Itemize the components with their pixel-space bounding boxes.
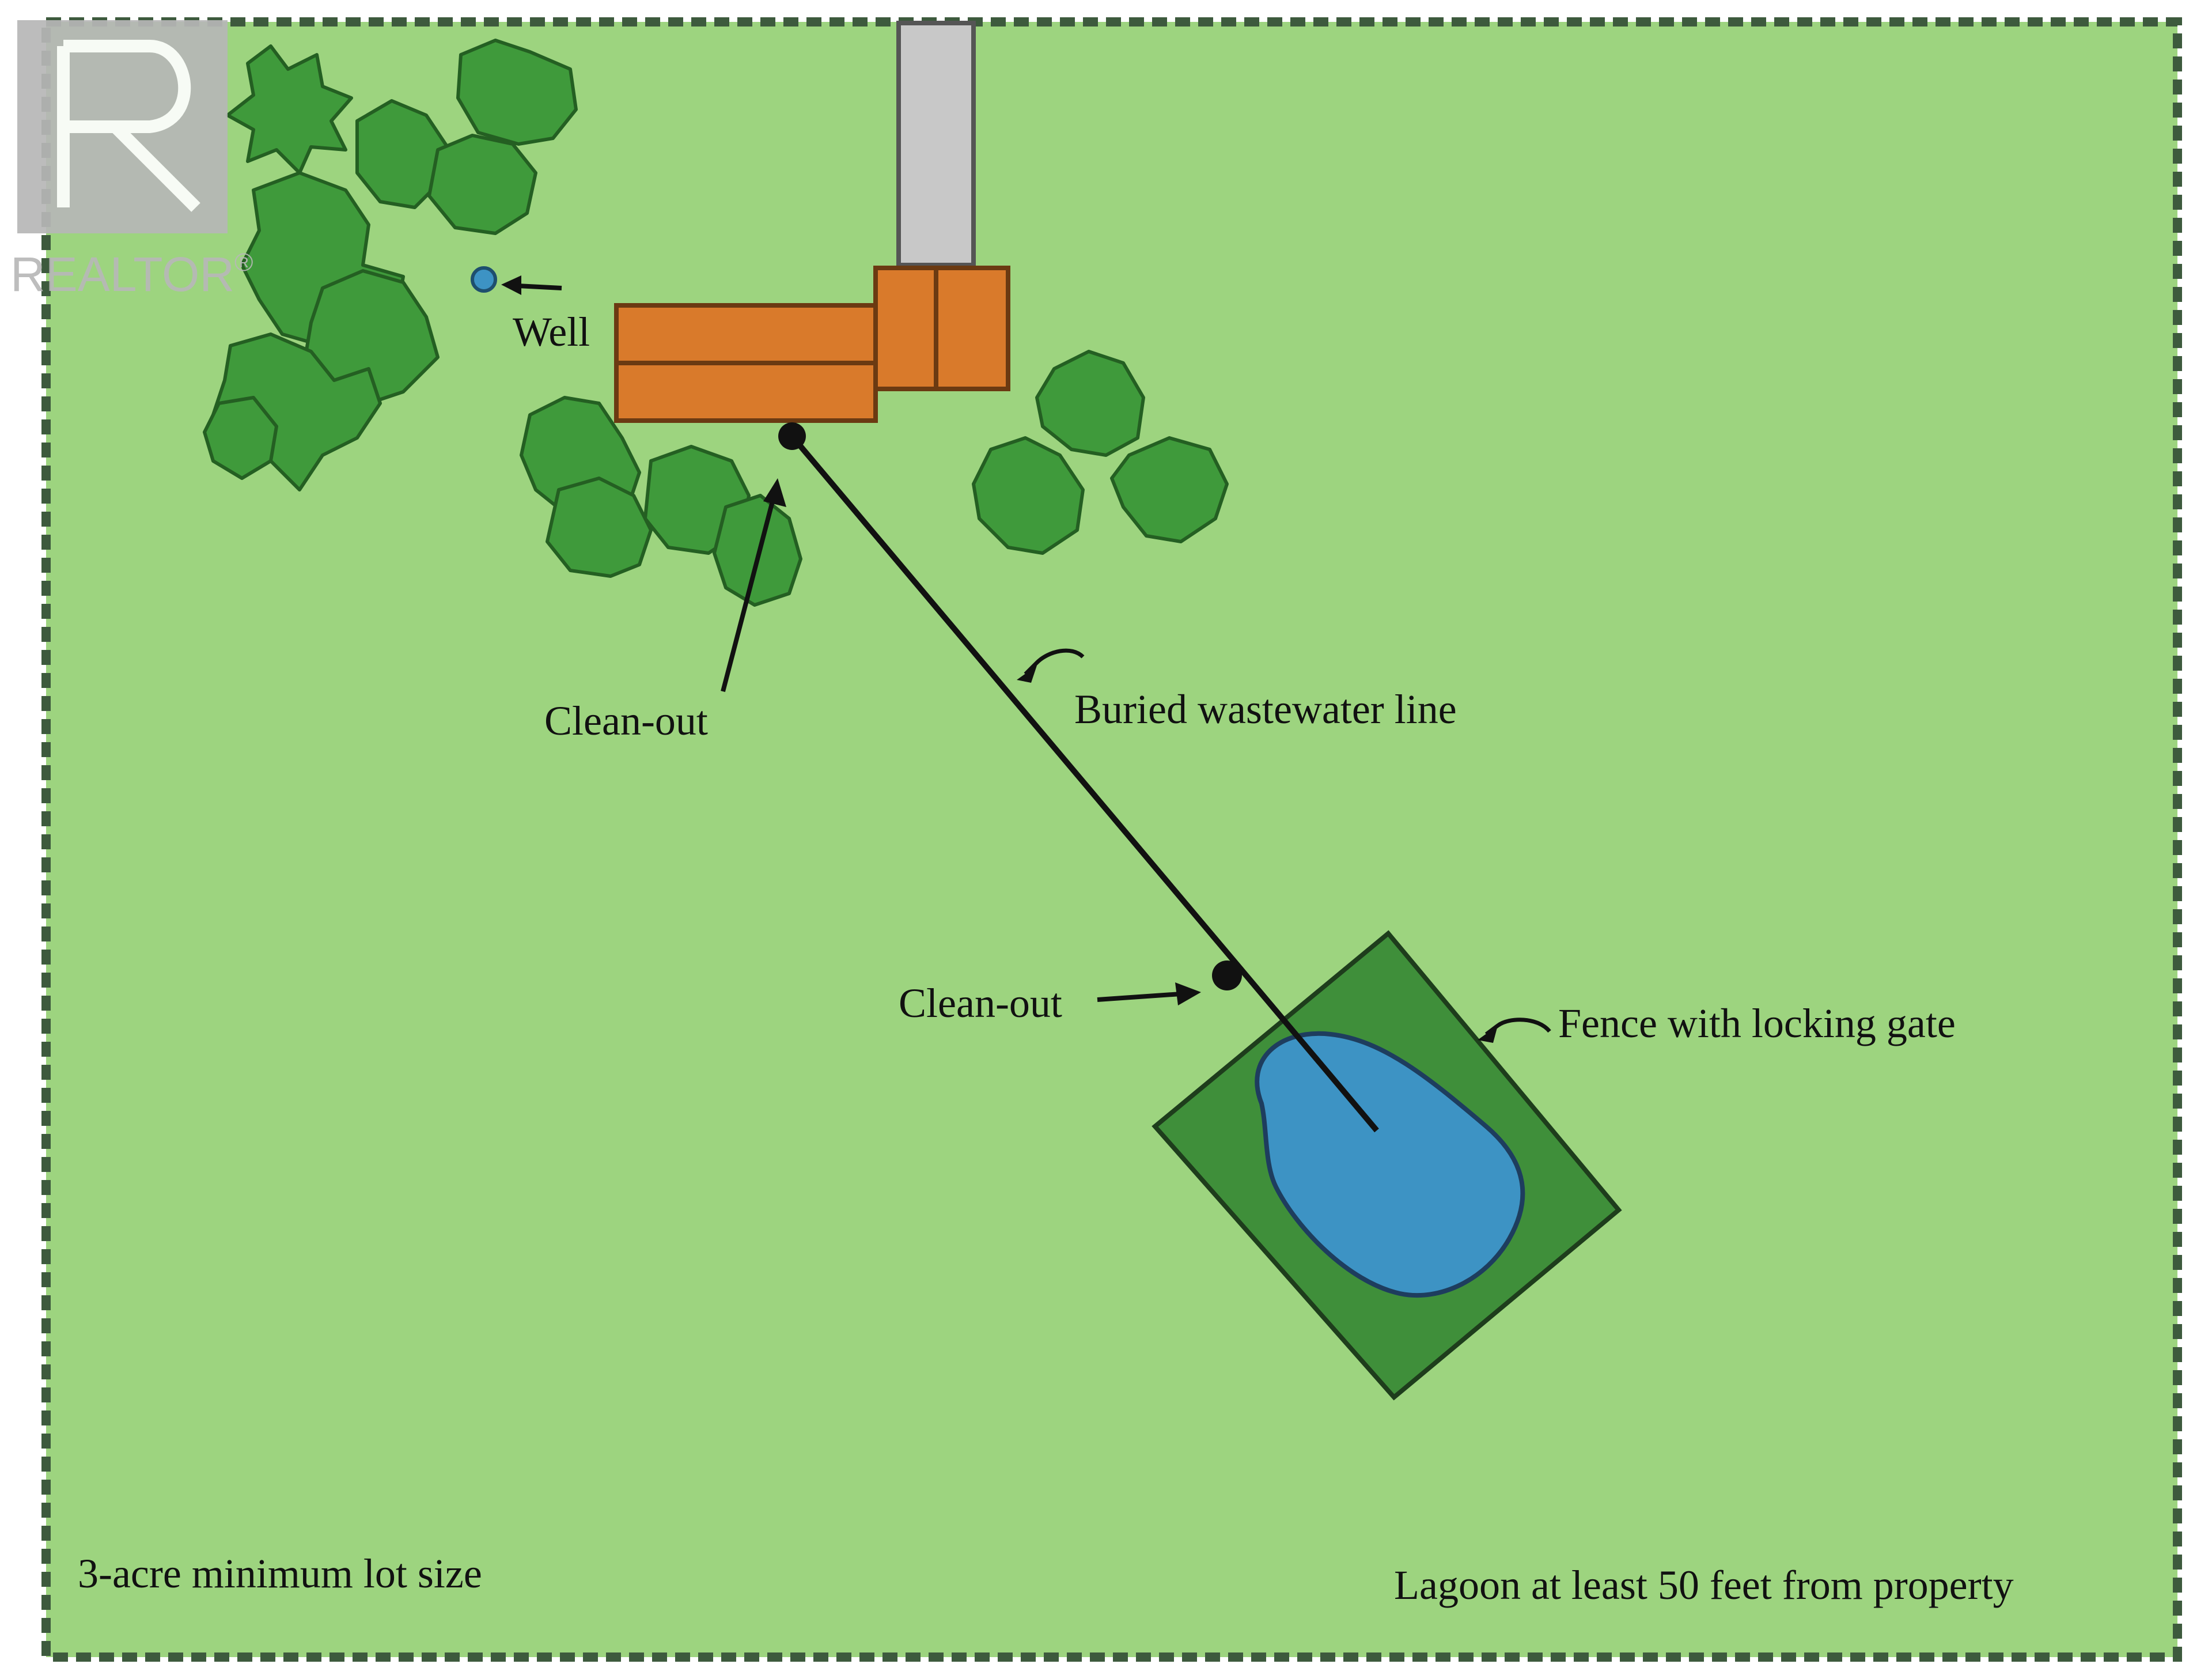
cleanout-point-house [778,422,806,450]
buried-line-label: Buried wastewater line [1074,686,1457,732]
buried-wastewater-line [790,434,1379,1133]
house [614,266,1010,423]
cleanout-point-lagoon [1212,960,1242,990]
lot-size-label: 3-acre minimum lot size [78,1551,482,1597]
well-marker [471,266,497,293]
lagoon [1255,1031,1525,1298]
realtor-watermark: REALTOR® [10,20,253,301]
well-pointer-arrow [501,275,562,295]
lagoon-distance-label: Lagoon at least 50 feet from property [1394,1562,2014,1608]
cleanout-lagoon-arrow [1097,982,1201,1005]
tree-cluster-east-of-house [972,350,1229,555]
fence-pointer-head [1478,1026,1498,1043]
cleanout-lagoon-label: Clean-out [899,980,1062,1026]
fence-label: Fence with locking gate [1558,1000,1956,1046]
buried-line-pointer [1024,648,1085,676]
cleanout-house-arrow [721,478,786,693]
realtor-watermark-text: REALTOR® [10,247,253,301]
tree-cluster-northwest [203,39,578,491]
cleanout-house-label: Clean-out [544,698,708,744]
well-label: Well [513,309,590,355]
buried-line-pointer-head [1017,665,1037,683]
fence-pointer [1484,1018,1551,1036]
driveway [896,21,976,267]
